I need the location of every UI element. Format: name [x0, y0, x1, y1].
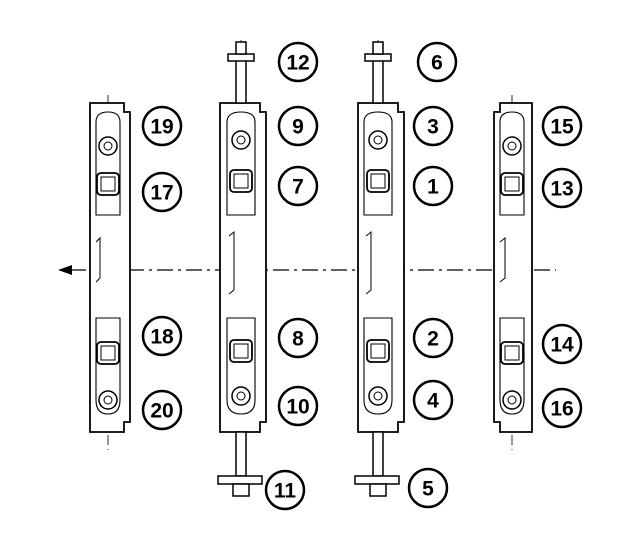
callout-label: 7 [292, 176, 304, 199]
callout-10: 10 [277, 385, 319, 427]
callout-7: 7 [277, 165, 319, 207]
callout-label: 16 [550, 398, 573, 421]
callout-19: 19 [141, 105, 183, 147]
callout-6: 6 [416, 41, 458, 83]
callout-label: 12 [286, 52, 309, 75]
callout-label: 18 [150, 326, 174, 349]
center-line [58, 265, 556, 275]
callout-1: 1 [412, 165, 454, 207]
callout-label: 11 [274, 480, 297, 503]
callout-label: 14 [550, 334, 574, 357]
callout-label: 10 [286, 396, 309, 419]
callout-13: 13 [541, 167, 583, 209]
callout-17: 17 [141, 171, 183, 213]
callout-14: 14 [541, 323, 583, 365]
callout-label: 19 [150, 116, 173, 139]
callout-label: 4 [427, 390, 439, 413]
callout-2: 2 [412, 317, 454, 359]
arrow-left-icon [58, 265, 72, 275]
callout-12: 12 [277, 41, 319, 83]
callout-20: 20 [141, 389, 183, 431]
callout-label: 3 [427, 116, 439, 139]
bearing-cap-2 [217, 40, 267, 500]
callout-4: 4 [412, 379, 454, 421]
callout-label: 15 [550, 116, 574, 139]
callout-label: 20 [150, 400, 173, 423]
callout-label: 5 [422, 478, 434, 501]
callout-label: 17 [150, 182, 173, 205]
callout-label: 1 [427, 176, 439, 199]
callout-label: 13 [550, 178, 573, 201]
bearing-cap-4 [493, 95, 533, 450]
callout-3: 3 [412, 105, 454, 147]
callout-15: 15 [541, 105, 583, 147]
callout-18: 18 [141, 315, 183, 357]
callout-11: 11 [264, 469, 306, 511]
callout-16: 16 [541, 387, 583, 429]
callout-label: 2 [427, 328, 439, 351]
callout-label: 8 [292, 328, 304, 351]
callout-8: 8 [277, 317, 319, 359]
callout-9: 9 [277, 105, 319, 147]
callouts: 19 17 18 20 12 9 7 8 [141, 41, 583, 511]
bearing-cap-3 [354, 40, 405, 500]
bearing-cap-1 [89, 95, 131, 450]
callout-5: 5 [407, 467, 449, 509]
callout-label: 6 [431, 52, 443, 75]
callout-label: 9 [292, 116, 304, 139]
